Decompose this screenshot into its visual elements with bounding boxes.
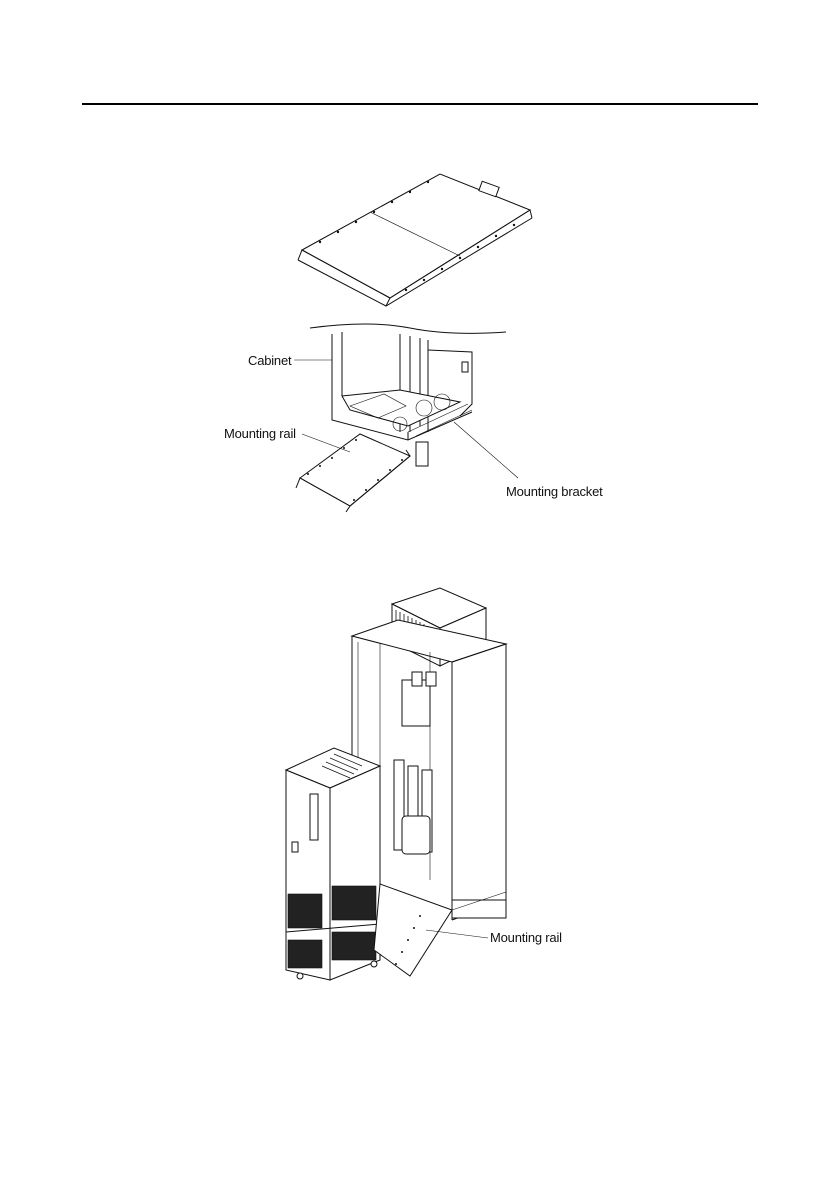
figure-cabinet-installation: Cabinet Mounting rail Mounting bracket	[210, 170, 630, 520]
label-mounting-bracket: Mounting bracket	[506, 484, 603, 499]
mounting-rail-2	[374, 884, 452, 976]
cover-plate	[298, 174, 532, 306]
label-mounting-rail: Mounting rail	[224, 426, 296, 441]
label-mounting-rail-2: Mounting rail	[490, 930, 562, 945]
cabinet-frame	[310, 324, 506, 466]
mounting-rail	[296, 434, 410, 512]
header-rule	[82, 103, 758, 105]
drive-unit	[286, 748, 380, 980]
label-cabinet: Cabinet	[248, 353, 292, 368]
figure-drive-installation: Mounting rail	[270, 580, 590, 1000]
